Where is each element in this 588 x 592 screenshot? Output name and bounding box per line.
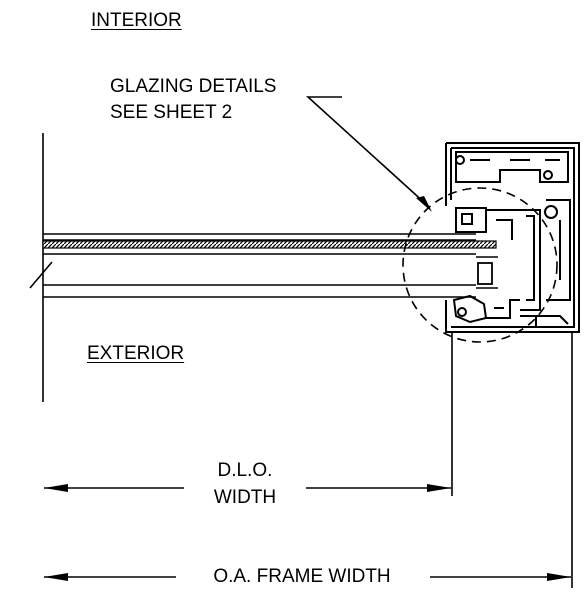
glazing-note-line1: GLAZING DETAILS [110, 76, 277, 97]
dlo-arrowhead-left [44, 484, 68, 492]
dlo-arrowhead-right [427, 484, 451, 492]
dlo-dimension-text-line2: WIDTH [200, 487, 290, 509]
glazing-leader-arrowhead [416, 196, 432, 212]
oa-arrowhead-left [44, 573, 68, 581]
oa-dimension-text: O.A. FRAME WIDTH [182, 566, 422, 588]
glass-spacer [477, 262, 493, 285]
glazing-leader-line [305, 96, 428, 206]
exterior-label: EXTERIOR [87, 343, 185, 364]
oa-arrowhead-right [547, 573, 571, 581]
detail-callout-circle [402, 187, 558, 343]
glass-unit [42, 233, 497, 298]
frame-profile [445, 142, 580, 333]
interior-label: INTERIOR [91, 10, 182, 31]
dlo-dimension-text-line1: D.L.O. [200, 460, 290, 482]
glazing-note-line2: SEE SHEET 2 [110, 102, 233, 123]
break-mark [29, 261, 53, 289]
